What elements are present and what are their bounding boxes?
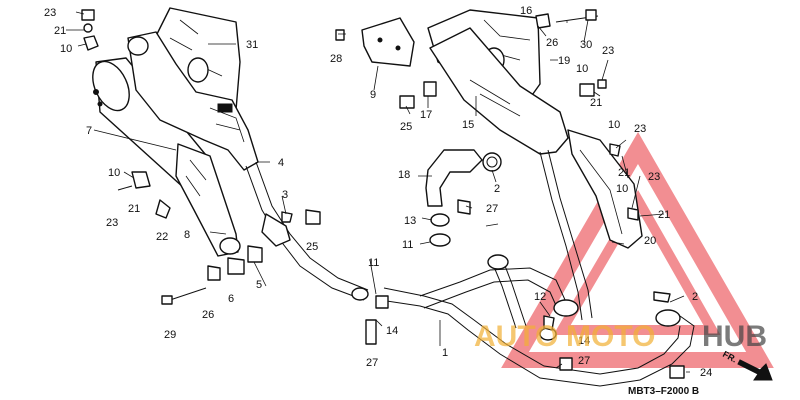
callout-21: 21: [590, 97, 602, 109]
callout-1: 1: [442, 347, 448, 359]
rear-hardware-left: [117, 171, 321, 305]
callout-6: 6: [228, 293, 234, 305]
callout-12: 12: [534, 291, 546, 303]
callout-10: 10: [608, 119, 620, 131]
callout-20: 20: [644, 235, 656, 247]
callout-14: 14: [578, 335, 590, 347]
left-bolt-and-washers: [81, 9, 99, 51]
main-exhaust-pipe-assembly: [351, 254, 695, 387]
callout-15: 15: [462, 119, 474, 131]
callout-24: 24: [700, 367, 712, 379]
left-exhaust-pipe: [245, 161, 369, 301]
diagram-reference-code: MBT3–F2000 B: [628, 386, 699, 397]
callout-25: 25: [306, 241, 318, 253]
callout-27: 27: [578, 355, 590, 367]
callout-18: 18: [398, 169, 410, 181]
gasket-13: [429, 213, 451, 247]
callout-3: 3: [282, 189, 288, 201]
watermark-auto: AUTO: [474, 320, 558, 353]
left-muffler-body: [175, 143, 241, 257]
watermark-text: AUTO MOTO HUB: [474, 320, 767, 353]
callout-19: 19: [558, 55, 570, 67]
front-arrow-icon: [737, 359, 773, 381]
callout-10: 10: [616, 183, 628, 195]
leader-lines: [66, 11, 690, 373]
callout-10: 10: [108, 167, 120, 179]
callout-17: 17: [420, 109, 432, 121]
right-hardware: [335, 9, 685, 379]
callout-5: 5: [256, 279, 262, 291]
callout-21: 21: [128, 203, 140, 215]
callout-2: 2: [494, 183, 500, 195]
bracket-9: [361, 17, 415, 67]
callout-labels: 23 21 10 7 10 21 23 22 8 31 4 3 25 5 6 2…: [44, 5, 712, 379]
callout-26: 26: [546, 37, 558, 49]
right-exhaust-pipe: [539, 149, 593, 321]
callout-14: 14: [386, 325, 398, 337]
callout-27: 27: [486, 203, 498, 215]
exhaust-pipe-18: [425, 149, 502, 207]
callout-27: 27: [366, 357, 378, 369]
callout-31: 31: [246, 39, 258, 51]
callout-7: 7: [86, 125, 92, 137]
callout-26: 26: [202, 309, 214, 321]
callout-23: 23: [106, 217, 118, 229]
callout-30: 30: [580, 39, 592, 51]
callout-8: 8: [184, 229, 190, 241]
callout-29: 29: [164, 329, 176, 341]
watermark-triangle: [501, 132, 774, 368]
callout-11: 11: [368, 257, 379, 269]
callout-25: 25: [400, 121, 412, 133]
watermark-moto: MOTO: [566, 320, 655, 353]
watermark-hub: HUB: [702, 320, 767, 353]
callout-10: 10: [60, 43, 72, 55]
callout-23: 23: [634, 123, 646, 135]
callout-11: 11: [402, 239, 413, 251]
callout-21: 21: [658, 209, 670, 221]
callout-13: 13: [404, 215, 416, 227]
callout-22: 22: [156, 231, 168, 243]
callout-23: 23: [648, 171, 660, 183]
callout-16: 16: [520, 5, 532, 17]
callout-2: 2: [692, 291, 698, 303]
callout-21: 21: [54, 25, 66, 37]
callout-23: 23: [602, 45, 614, 57]
callout-23: 23: [44, 7, 56, 19]
callout-9: 9: [370, 89, 376, 101]
callout-21: 21: [618, 167, 630, 179]
callout-28: 28: [330, 53, 342, 65]
right-muffler-body: [429, 27, 569, 155]
callout-4: 4: [278, 157, 284, 169]
callout-10: 10: [576, 63, 588, 75]
